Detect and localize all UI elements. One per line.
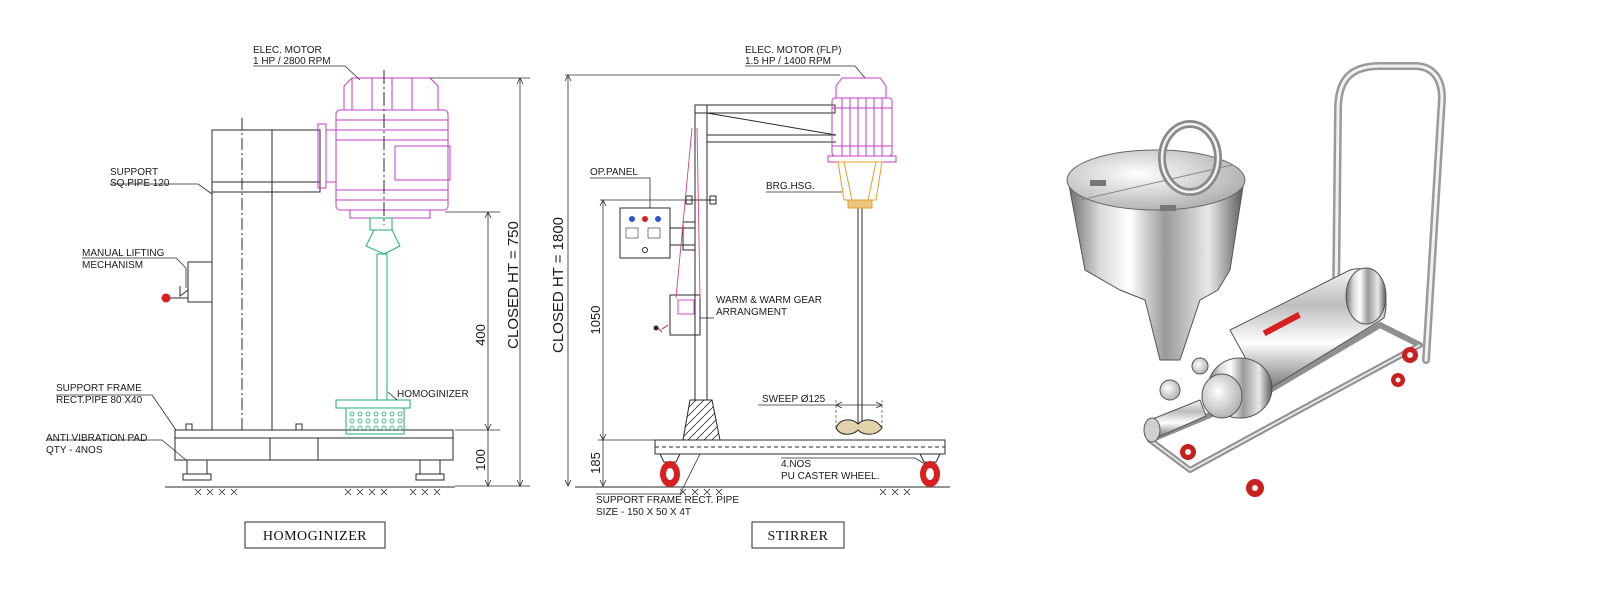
homogenizer-leaders [46,65,398,461]
homogenizer-frame-spec: RECT.PIPE 80 X40 [56,395,143,406]
stirrer-caption: STIRRER [767,529,828,544]
op-panel [619,207,671,259]
lifting-mechanism [187,261,213,303]
homogenizer-head-label: HOMOGINIZER [397,389,469,400]
lifting-handle-knob [161,293,171,303]
stirrer-caption-box [751,521,845,549]
hopper-lid [1066,149,1246,211]
hopper [1067,179,1245,361]
caster-wheel-qty: 4.NOS [781,459,811,470]
homogenizer-caption: HOMOGINIZER [263,529,367,544]
homogenizer-motor-label: ELEC. MOTOR [253,45,322,56]
stirrer-dim-1050: 1050 [588,306,603,335]
worm-gear-box [669,294,701,336]
homogenizer-support-spec: SQ.PIPE 120 [110,178,170,189]
inline-mixer-product-image [1066,62,1447,497]
homogenizer-motor-spec: 1 HP / 2800 RPM [253,56,331,67]
trolley-wheel [1246,479,1264,497]
anti-vibration-pad [419,459,441,475]
homogenizer-support-label: SUPPORT [110,167,158,178]
base-frame [174,429,454,461]
homogenizer-lifting-label: MANUAL LIFTING [82,248,165,259]
stirrer-dim-185: 185 [588,452,603,474]
homogenizer-dim-400: 400 [473,324,488,346]
homogenizer-motor [317,70,451,225]
homogenizer-dim-closed-height: CLOSED HT = 750 [505,221,522,349]
lift-cable [675,127,701,315]
trolley-wheel [1180,444,1196,460]
caster-wheel [659,453,681,487]
stirrer-frame-spec: SIZE - 150 X 50 X 4T [596,507,691,518]
homogenizer-shaft [335,217,411,435]
column-base [682,399,721,441]
homogenizer-dimensions [430,77,530,487]
trolley-wheel [1391,373,1405,387]
ground-hatch [194,488,441,496]
homogenizer-dim-100: 100 [473,449,488,471]
stirrer-column [694,104,708,401]
worm-gear-label: WARM & WARM GEAR [716,295,822,306]
caster-wheel [919,453,941,487]
stirrer-motor-spec: 1.5 HP / 1400 RPM [745,56,831,67]
caster-wheel-label: PU CASTER WHEEL. [781,471,879,482]
stirrer-leaders [590,65,926,495]
stirrer-impeller [835,419,883,435]
homogenizer-pad-qty: QTY - 4NOS [46,445,103,456]
homogenizer-head [345,407,405,435]
bearing-housing [837,161,883,209]
stirrer-dim-closed-height: CLOSED HT = 1800 [550,217,567,353]
caster-wheels [659,453,941,487]
stirrer-motor-label: ELEC. MOTOR (FLP) [745,45,842,56]
trolley-wheel [1402,347,1418,363]
stirrer-motor [827,77,897,163]
homogenizer-pad-label: ANTI VIBRATION PAD [46,433,147,444]
homogenizer-drawing [161,118,455,496]
homogenizer-lifting-label-2: MECHANISM [82,260,143,271]
homogenizer-caption-box [244,521,386,549]
sweep-label: SWEEP Ø125 [762,394,826,405]
worm-gear-label-2: ARRANGMENT [716,307,787,318]
stirrer-frame-label: SUPPORT FRAME RECT. PIPE [596,495,739,506]
stirrer-drawing [564,74,950,496]
op-panel-label: OP.PANEL [590,167,638,178]
homogenizer-frame-label: SUPPORT FRAME [56,383,142,394]
bearing-housing-label: BRG.HSG. [766,181,815,192]
anti-vibration-pad [186,459,208,475]
stirrer-arm [694,104,836,114]
